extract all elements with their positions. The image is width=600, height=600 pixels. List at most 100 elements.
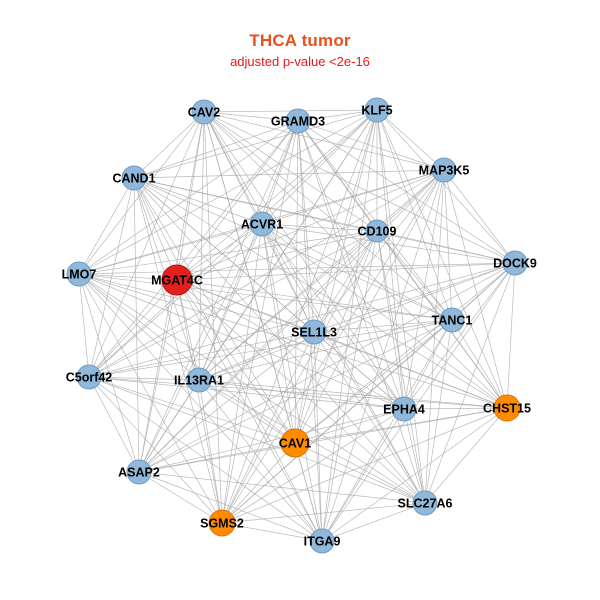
network-edge (133, 177, 453, 321)
network-edge (88, 376, 405, 410)
network-edge (261, 223, 426, 504)
node-label-asap2: ASAP2 (118, 465, 160, 479)
network-edge (294, 120, 299, 444)
network-edge (88, 262, 516, 378)
node-itga9 (309, 528, 335, 554)
network-edge (261, 223, 405, 410)
network-edge (133, 177, 223, 524)
network-edge (443, 169, 516, 264)
network-edge (261, 223, 315, 333)
network-edge (221, 230, 378, 524)
network-edge (321, 169, 445, 542)
network-edge (88, 376, 323, 542)
network-edge (88, 376, 140, 473)
network-edge (221, 331, 315, 524)
node-label-cd109: CD109 (358, 224, 397, 238)
network-edge (321, 319, 453, 542)
network-edge (313, 331, 508, 409)
node-label-cav2: CAV2 (188, 105, 220, 119)
network-edge (78, 273, 453, 321)
network-edge (294, 319, 453, 444)
node-label-tanc1: TANC1 (432, 313, 473, 327)
network-edge (133, 109, 378, 179)
node-sel1l3 (301, 319, 327, 345)
network-edge (138, 319, 453, 473)
network-edge (88, 376, 223, 524)
network-edge (138, 279, 178, 473)
node-il13ra1 (186, 367, 212, 393)
network-edge (78, 262, 516, 275)
network-edge (261, 120, 299, 225)
network-edge (424, 169, 445, 504)
network-edge (138, 379, 200, 473)
node-label-mgat4c: MGAT4C (151, 273, 203, 287)
network-edge (88, 319, 453, 378)
network-edge (176, 279, 223, 524)
network-edge (138, 169, 445, 473)
network-edge (424, 262, 516, 504)
network-edge (376, 109, 516, 264)
network-edge (221, 223, 263, 524)
network-edge (88, 376, 296, 444)
network-edge (88, 120, 299, 378)
node-cd109 (365, 219, 389, 243)
network-edge (376, 109, 445, 171)
network-edge (176, 279, 426, 504)
network-edge (313, 230, 378, 333)
network-edge (176, 279, 296, 444)
network-edge (138, 262, 516, 473)
network-edge (133, 111, 205, 179)
network-edge (294, 169, 445, 444)
network-edge (198, 379, 426, 504)
network-edge (198, 379, 323, 542)
node-label-cand1: CAND1 (112, 171, 155, 185)
network-edge (198, 169, 445, 381)
network-edge (88, 376, 200, 381)
network-edge (294, 408, 405, 444)
network-edge (221, 407, 508, 524)
network-edge (133, 177, 178, 281)
node-dock9 (502, 250, 528, 276)
network-edge (133, 177, 263, 225)
network-edge (294, 442, 323, 542)
network-edge (297, 109, 378, 122)
network-edge (198, 379, 508, 409)
network-edge (376, 230, 405, 410)
node-cav1 (280, 428, 310, 458)
network-edge (506, 262, 516, 409)
network-edge (221, 109, 378, 524)
node-label-klf5: KLF5 (361, 103, 392, 117)
network-edge (203, 111, 508, 409)
network-edge (321, 109, 378, 542)
network-edge (88, 279, 178, 378)
network-edge (424, 319, 453, 504)
node-label-c5orf42: C5orf42 (66, 370, 113, 384)
network-edge (313, 109, 378, 333)
node-mgat4c (161, 264, 193, 296)
network-edge (403, 407, 508, 410)
network-edge (138, 442, 296, 473)
network-edge (376, 109, 426, 504)
network-edge (221, 169, 445, 524)
network-edge (376, 230, 516, 264)
network-edge (176, 109, 378, 281)
network-edge (88, 376, 508, 409)
node-lmo7 (66, 261, 92, 287)
network-edge (198, 379, 223, 524)
network-edge (261, 223, 508, 409)
node-chst15 (493, 394, 521, 422)
network-edge (321, 407, 508, 542)
network-edge (176, 279, 200, 381)
network-edge (78, 273, 200, 381)
node-label-sgms2: SGMS2 (200, 516, 244, 530)
network-edge (198, 223, 263, 381)
network-edge (133, 177, 516, 264)
network-edge (133, 169, 445, 179)
network-edge (424, 407, 508, 504)
network-edge (376, 169, 445, 232)
network-edge (221, 522, 323, 542)
network-edge (88, 331, 315, 378)
network-edge (313, 319, 453, 333)
